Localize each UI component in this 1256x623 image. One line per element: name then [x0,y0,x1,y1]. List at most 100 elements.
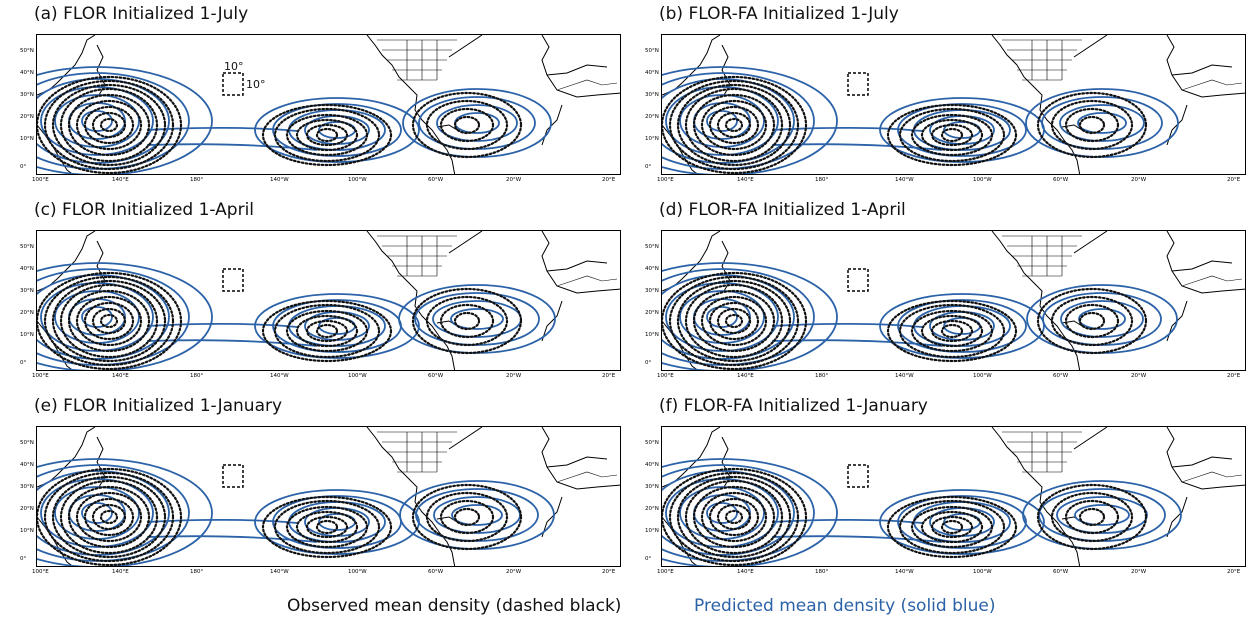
panel-c: (c) FLOR Initialized 1-April 50°N 40°N 30°… [0,196,625,392]
x-tick-label: 180° [815,373,829,379]
y-tick-label: 40°N [20,266,34,272]
y-tick-label: 0° [645,360,652,366]
x-tick-label: 100°E [657,569,674,575]
reference-box [222,268,244,292]
y-tick-label: 50°N [645,440,659,446]
y-tick-label: 50°N [645,48,659,54]
x-tick-label: 100°E [32,177,49,183]
x-tick-label: 20°E [602,373,616,379]
x-tick-label: 100°W [348,177,367,183]
y-tick-label: 40°N [20,462,34,468]
panel-f: (f) FLOR-FA Initialized 1-January 50°N 40… [625,392,1250,588]
y-tick-label: 30°N [20,484,34,490]
y-tick-label: 10°N [645,332,659,338]
x-tick-label: 60°W [1053,569,1069,575]
panel-title: (c) FLOR Initialized 1-April [34,200,255,220]
map-frame [36,230,621,371]
panel-d: (d) FLOR-FA Initialized 1-April 50°N 40°N… [625,196,1250,392]
y-tick-label: 0° [20,164,27,170]
x-tick-label: 180° [815,569,829,575]
reference-box [847,72,869,96]
y-tick-label: 0° [645,556,652,562]
x-tick-label: 20°W [506,569,522,575]
x-tick-label: 20°W [506,177,522,183]
predicted-contours [662,262,1178,370]
x-tick-label: 140°W [270,373,289,379]
y-tick-label: 40°N [20,70,34,76]
x-tick-label: 100°W [348,373,367,379]
observed-contours [662,271,1148,370]
y-tick-label: 10°N [20,332,34,338]
x-tick-label: 20°E [1227,569,1241,575]
x-tick-label: 20°E [1227,177,1241,183]
y-tick-label: 20°N [645,114,659,120]
map-frame [661,230,1246,371]
observed-contours [662,75,1148,174]
x-tick-label: 140°W [270,569,289,575]
y-tick-label: 30°N [20,92,34,98]
y-tick-label: 50°N [645,244,659,250]
y-tick-label: 20°N [20,114,34,120]
legend-observed: Observed mean density (dashed black) [287,596,622,616]
y-tick-label: 10°N [645,528,659,534]
x-tick-label: 140°W [895,373,914,379]
observed-contours [37,467,523,566]
y-tick-label: 50°N [20,244,34,250]
x-tick-label: 100°E [657,373,674,379]
y-tick-label: 40°N [645,266,659,272]
reference-box [847,268,869,292]
y-tick-label: 0° [645,164,652,170]
x-tick-label: 20°E [602,177,616,183]
x-tick-label: 140°W [895,569,914,575]
y-tick-label: 10°N [645,136,659,142]
x-tick-label: 140°W [895,177,914,183]
x-tick-label: 180° [815,177,829,183]
x-tick-label: 20°W [506,373,522,379]
x-tick-label: 20°E [602,569,616,575]
map-frame [36,34,621,175]
x-tick-label: 140°E [737,373,754,379]
map-svg [37,231,620,370]
x-tick-label: 20°W [1131,177,1147,183]
panel-title: (f) FLOR-FA Initialized 1-January [659,396,928,416]
map-svg [662,427,1245,566]
y-tick-label: 20°N [20,506,34,512]
x-tick-label: 140°E [737,177,754,183]
y-tick-label: 10°N [20,528,34,534]
panel-title: (a) FLOR Initialized 1-July [34,4,249,24]
map-frame [36,426,621,567]
y-tick-label: 20°N [645,310,659,316]
x-tick-label: 60°W [1053,373,1069,379]
map-frame [661,34,1246,175]
panel-title: (d) FLOR-FA Initialized 1-April [659,200,906,220]
y-tick-label: 0° [20,556,27,562]
y-tick-label: 20°N [645,506,659,512]
y-tick-label: 40°N [645,462,659,468]
x-tick-label: 140°E [737,569,754,575]
x-tick-label: 60°W [428,177,444,183]
map-svg [37,35,620,174]
y-tick-label: 0° [20,360,27,366]
x-tick-label: 20°W [1131,569,1147,575]
y-tick-label: 30°N [20,288,34,294]
y-tick-label: 40°N [645,70,659,76]
observed-contours [37,75,523,174]
reference-box [222,464,244,488]
y-tick-label: 50°N [20,48,34,54]
x-tick-label: 140°E [112,373,129,379]
x-tick-label: 100°E [657,177,674,183]
x-tick-label: 20°E [1227,373,1241,379]
x-tick-label: 140°W [270,177,289,183]
predicted-contours [37,458,555,566]
box-label-right: 10° [246,78,266,91]
map-frame [661,426,1246,567]
map-svg [662,35,1245,174]
x-tick-label: 100°W [973,569,992,575]
x-tick-label: 140°E [112,177,129,183]
map-svg [37,427,620,566]
y-tick-label: 30°N [645,484,659,490]
box-label-top: 10° [224,60,244,73]
map-svg [662,231,1245,370]
x-tick-label: 140°E [112,569,129,575]
